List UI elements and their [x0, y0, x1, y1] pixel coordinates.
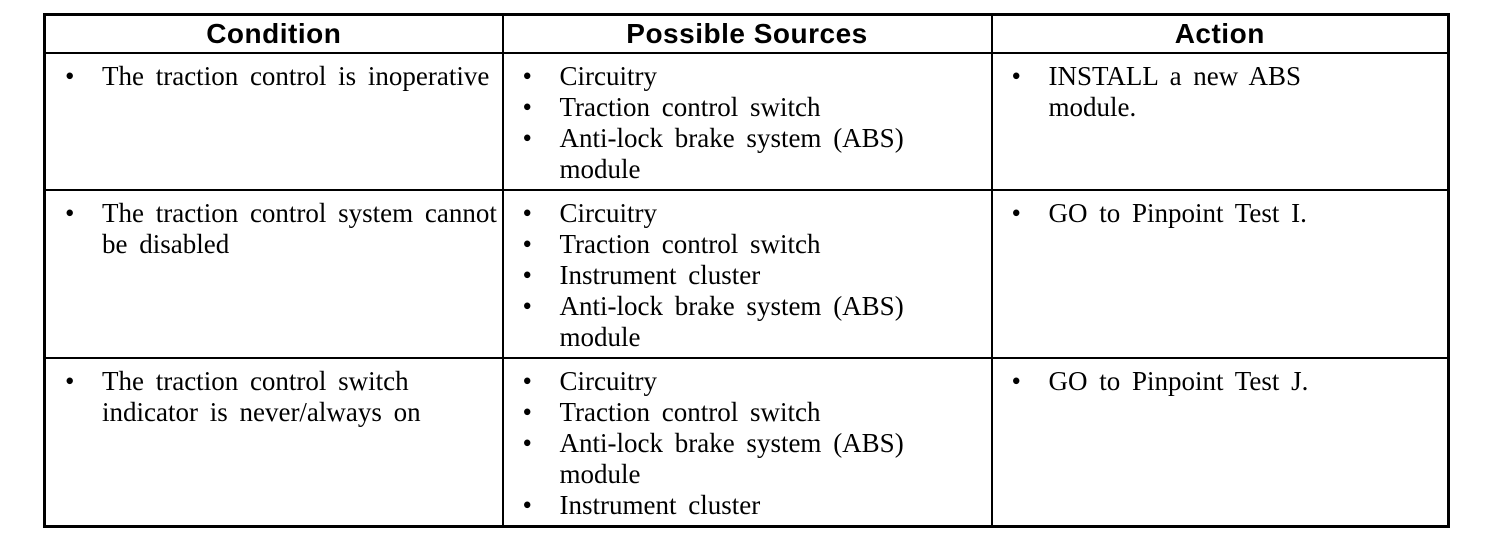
bullet-icon: • — [522, 291, 532, 321]
bullet-icon: • — [522, 198, 532, 228]
bullet-icon: • — [522, 229, 532, 259]
header-row: Condition Possible Sources Action — [43, 13, 1450, 54]
bullet-icon: • — [522, 490, 532, 520]
action-cell: • GO to Pinpoint Test J. — [990, 357, 1450, 528]
sources-list: • Circuitry • Traction control switch • … — [504, 366, 991, 521]
condition-cell: • The traction control is inoperative — [43, 52, 504, 191]
action-list: • INSTALL a new ABS module. — [993, 61, 1448, 123]
action-list: • GO to Pinpoint Test J. — [993, 366, 1448, 397]
condition-text: The traction control switch indicator is… — [102, 366, 421, 427]
list-item: • The traction control switch indicator … — [46, 366, 502, 428]
bullet-icon: • — [522, 92, 532, 122]
column-header-condition: Condition — [43, 13, 504, 54]
list-item: • Anti-lock brake system (ABS) module — [504, 291, 991, 353]
condition-text: The traction control is inoperative — [102, 61, 490, 91]
sources-cell: • Circuitry • Traction control switch • … — [501, 357, 993, 528]
source-text: Anti-lock brake system (ABS) module — [559, 428, 904, 489]
diagnostic-symptom-table: Condition Possible Sources Action • The … — [43, 13, 1450, 528]
list-item: • Anti-lock brake system (ABS) module — [504, 123, 991, 185]
condition-list: • The traction control is inoperative — [46, 61, 502, 92]
list-item: • Circuitry — [504, 61, 991, 92]
source-text: Instrument cluster — [559, 490, 761, 520]
sources-cell: • Circuitry • Traction control switch • … — [501, 189, 993, 359]
bullet-icon: • — [522, 260, 532, 290]
bullet-icon: • — [1011, 61, 1021, 91]
table-row: • The traction control switch indicator … — [43, 357, 1450, 528]
table-row: • The traction control is inoperative • … — [43, 52, 1450, 191]
sources-cell: • Circuitry • Traction control switch • … — [501, 52, 993, 191]
column-header-possible-sources: Possible Sources — [501, 13, 993, 54]
bullet-icon: • — [522, 366, 532, 396]
condition-list: • The traction control switch indicator … — [46, 366, 502, 428]
bullet-icon: • — [1011, 198, 1021, 228]
condition-text: The traction control system cannot be di… — [102, 198, 497, 259]
list-item: • Traction control switch — [504, 92, 991, 123]
action-text: GO to Pinpoint Test J. — [1048, 366, 1309, 396]
list-item: • Traction control switch — [504, 229, 991, 260]
list-item: • The traction control system cannot be … — [46, 198, 502, 260]
action-text: GO to Pinpoint Test I. — [1048, 198, 1307, 228]
action-cell: • INSTALL a new ABS module. — [990, 52, 1450, 191]
action-cell: • GO to Pinpoint Test I. — [990, 189, 1450, 359]
condition-cell: • The traction control system cannot be … — [43, 189, 504, 359]
list-item: • GO to Pinpoint Test J. — [993, 366, 1448, 397]
source-text: Traction control switch — [559, 397, 821, 427]
bullet-icon: • — [65, 366, 75, 396]
list-item: • Circuitry — [504, 366, 991, 397]
list-item: • GO to Pinpoint Test I. — [993, 198, 1448, 229]
bullet-icon: • — [522, 428, 532, 458]
source-text: Circuitry — [559, 366, 657, 396]
source-text: Traction control switch — [559, 229, 821, 259]
condition-cell: • The traction control switch indicator … — [43, 357, 504, 528]
list-item: • Anti-lock brake system (ABS) module — [504, 428, 991, 490]
list-item: • INSTALL a new ABS module. — [993, 61, 1448, 123]
sources-list: • Circuitry • Traction control switch • … — [504, 61, 991, 185]
source-text: Anti-lock brake system (ABS) module — [559, 291, 904, 352]
bullet-icon: • — [65, 61, 75, 91]
bullet-icon: • — [522, 123, 532, 153]
list-item: • Instrument cluster — [504, 260, 991, 291]
list-item: • Instrument cluster — [504, 490, 991, 521]
bullet-icon: • — [1011, 366, 1021, 396]
source-text: Traction control switch — [559, 92, 821, 122]
sources-list: • Circuitry • Traction control switch • … — [504, 198, 991, 353]
source-text: Circuitry — [559, 61, 657, 91]
action-text: INSTALL a new ABS module. — [1048, 61, 1302, 122]
source-text: Anti-lock brake system (ABS) module — [559, 123, 904, 184]
column-header-action: Action — [990, 13, 1450, 54]
bullet-icon: • — [522, 61, 532, 91]
list-item: • Circuitry — [504, 198, 991, 229]
bullet-icon: • — [522, 397, 532, 427]
list-item: • Traction control switch — [504, 397, 991, 428]
list-item: • The traction control is inoperative — [46, 61, 502, 92]
condition-list: • The traction control system cannot be … — [46, 198, 502, 260]
action-list: • GO to Pinpoint Test I. — [993, 198, 1448, 229]
source-text: Instrument cluster — [559, 260, 761, 290]
source-text: Circuitry — [559, 198, 657, 228]
table-row: • The traction control system cannot be … — [43, 189, 1450, 359]
bullet-icon: • — [65, 198, 75, 228]
